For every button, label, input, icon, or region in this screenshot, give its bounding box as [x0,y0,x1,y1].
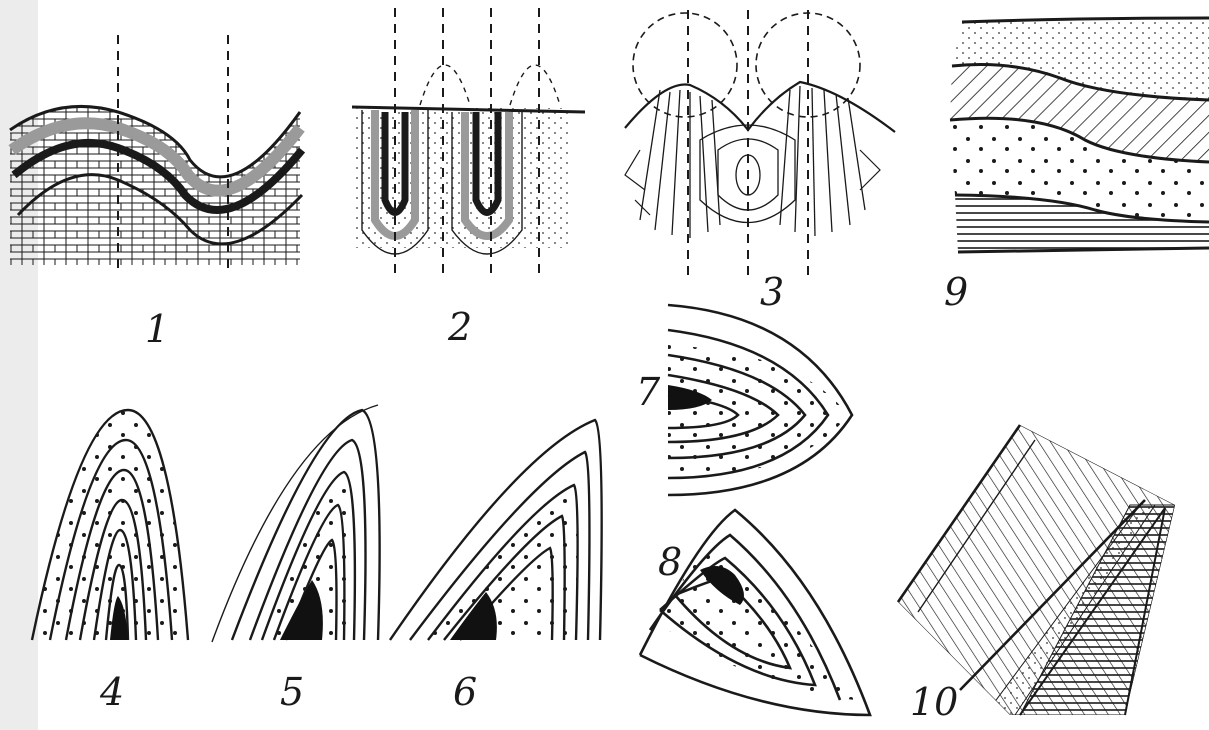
scan-shadow [0,0,38,730]
panel-4-diagram [32,410,188,640]
panel-label-2: 2 [447,305,472,349]
panel-label-1: 1 [145,307,169,351]
panel-9-diagram [950,18,1209,252]
panel-1-diagram [10,35,310,270]
panel-label-4: 4 [99,670,124,714]
panel-label-6: 6 [453,670,477,714]
panel-label-5: 5 [280,670,304,714]
panel-label-8: 8 [658,540,682,584]
panel-10-diagram [898,425,1175,715]
panel-2-diagram [352,8,585,278]
panel-7-diagram [668,305,852,495]
panel-3-diagram [625,10,895,282]
panel-label-3: 3 [760,270,784,314]
panel-label-9: 9 [944,270,968,314]
panel-5-diagram [212,405,380,642]
panel-label-7: 7 [636,370,661,414]
panel-label-10: 10 [910,680,958,724]
panel-6-diagram [390,420,602,640]
